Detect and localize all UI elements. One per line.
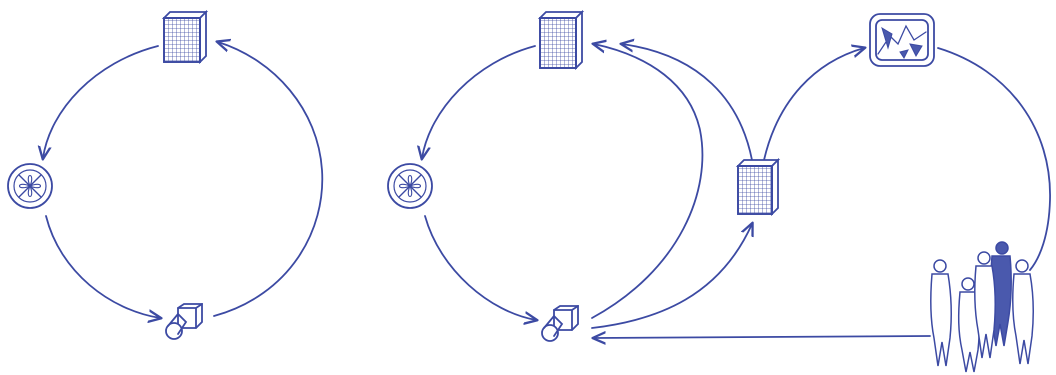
arrow-middle-building-to-top-building bbox=[622, 44, 753, 161]
people-group-icon bbox=[929, 241, 1035, 373]
person-icon bbox=[957, 277, 981, 373]
arrow-middle-building-to-monitor bbox=[763, 48, 864, 161]
monitor-icon bbox=[869, 13, 935, 67]
arrow-building-to-fan-left bbox=[43, 45, 159, 158]
fan-icon-right bbox=[387, 163, 433, 209]
arrow-fan-to-camera-left bbox=[45, 215, 160, 318]
right-cycle bbox=[387, 9, 1051, 373]
arc-monitor-to-people bbox=[937, 47, 1051, 271]
camera-icon bbox=[165, 303, 203, 340]
arrow-camera-to-building-right bbox=[591, 44, 704, 319]
building-icon-middle bbox=[735, 157, 781, 217]
camera-icon-right bbox=[541, 305, 579, 342]
arrow-camera-to-building-left bbox=[213, 42, 324, 317]
person-icon bbox=[973, 251, 997, 359]
arrow-building-to-fan-right bbox=[422, 45, 536, 158]
arrow-fan-to-camera-right bbox=[424, 215, 536, 320]
arrow-people-to-camera bbox=[594, 336, 931, 338]
fan-icon bbox=[7, 163, 53, 209]
person-icon bbox=[1011, 259, 1035, 365]
person-icon bbox=[929, 259, 953, 367]
building-icon-top bbox=[537, 9, 585, 71]
arrow-camera-to-middle-building bbox=[591, 224, 752, 329]
building-icon bbox=[161, 9, 209, 65]
left-cycle bbox=[7, 9, 324, 340]
